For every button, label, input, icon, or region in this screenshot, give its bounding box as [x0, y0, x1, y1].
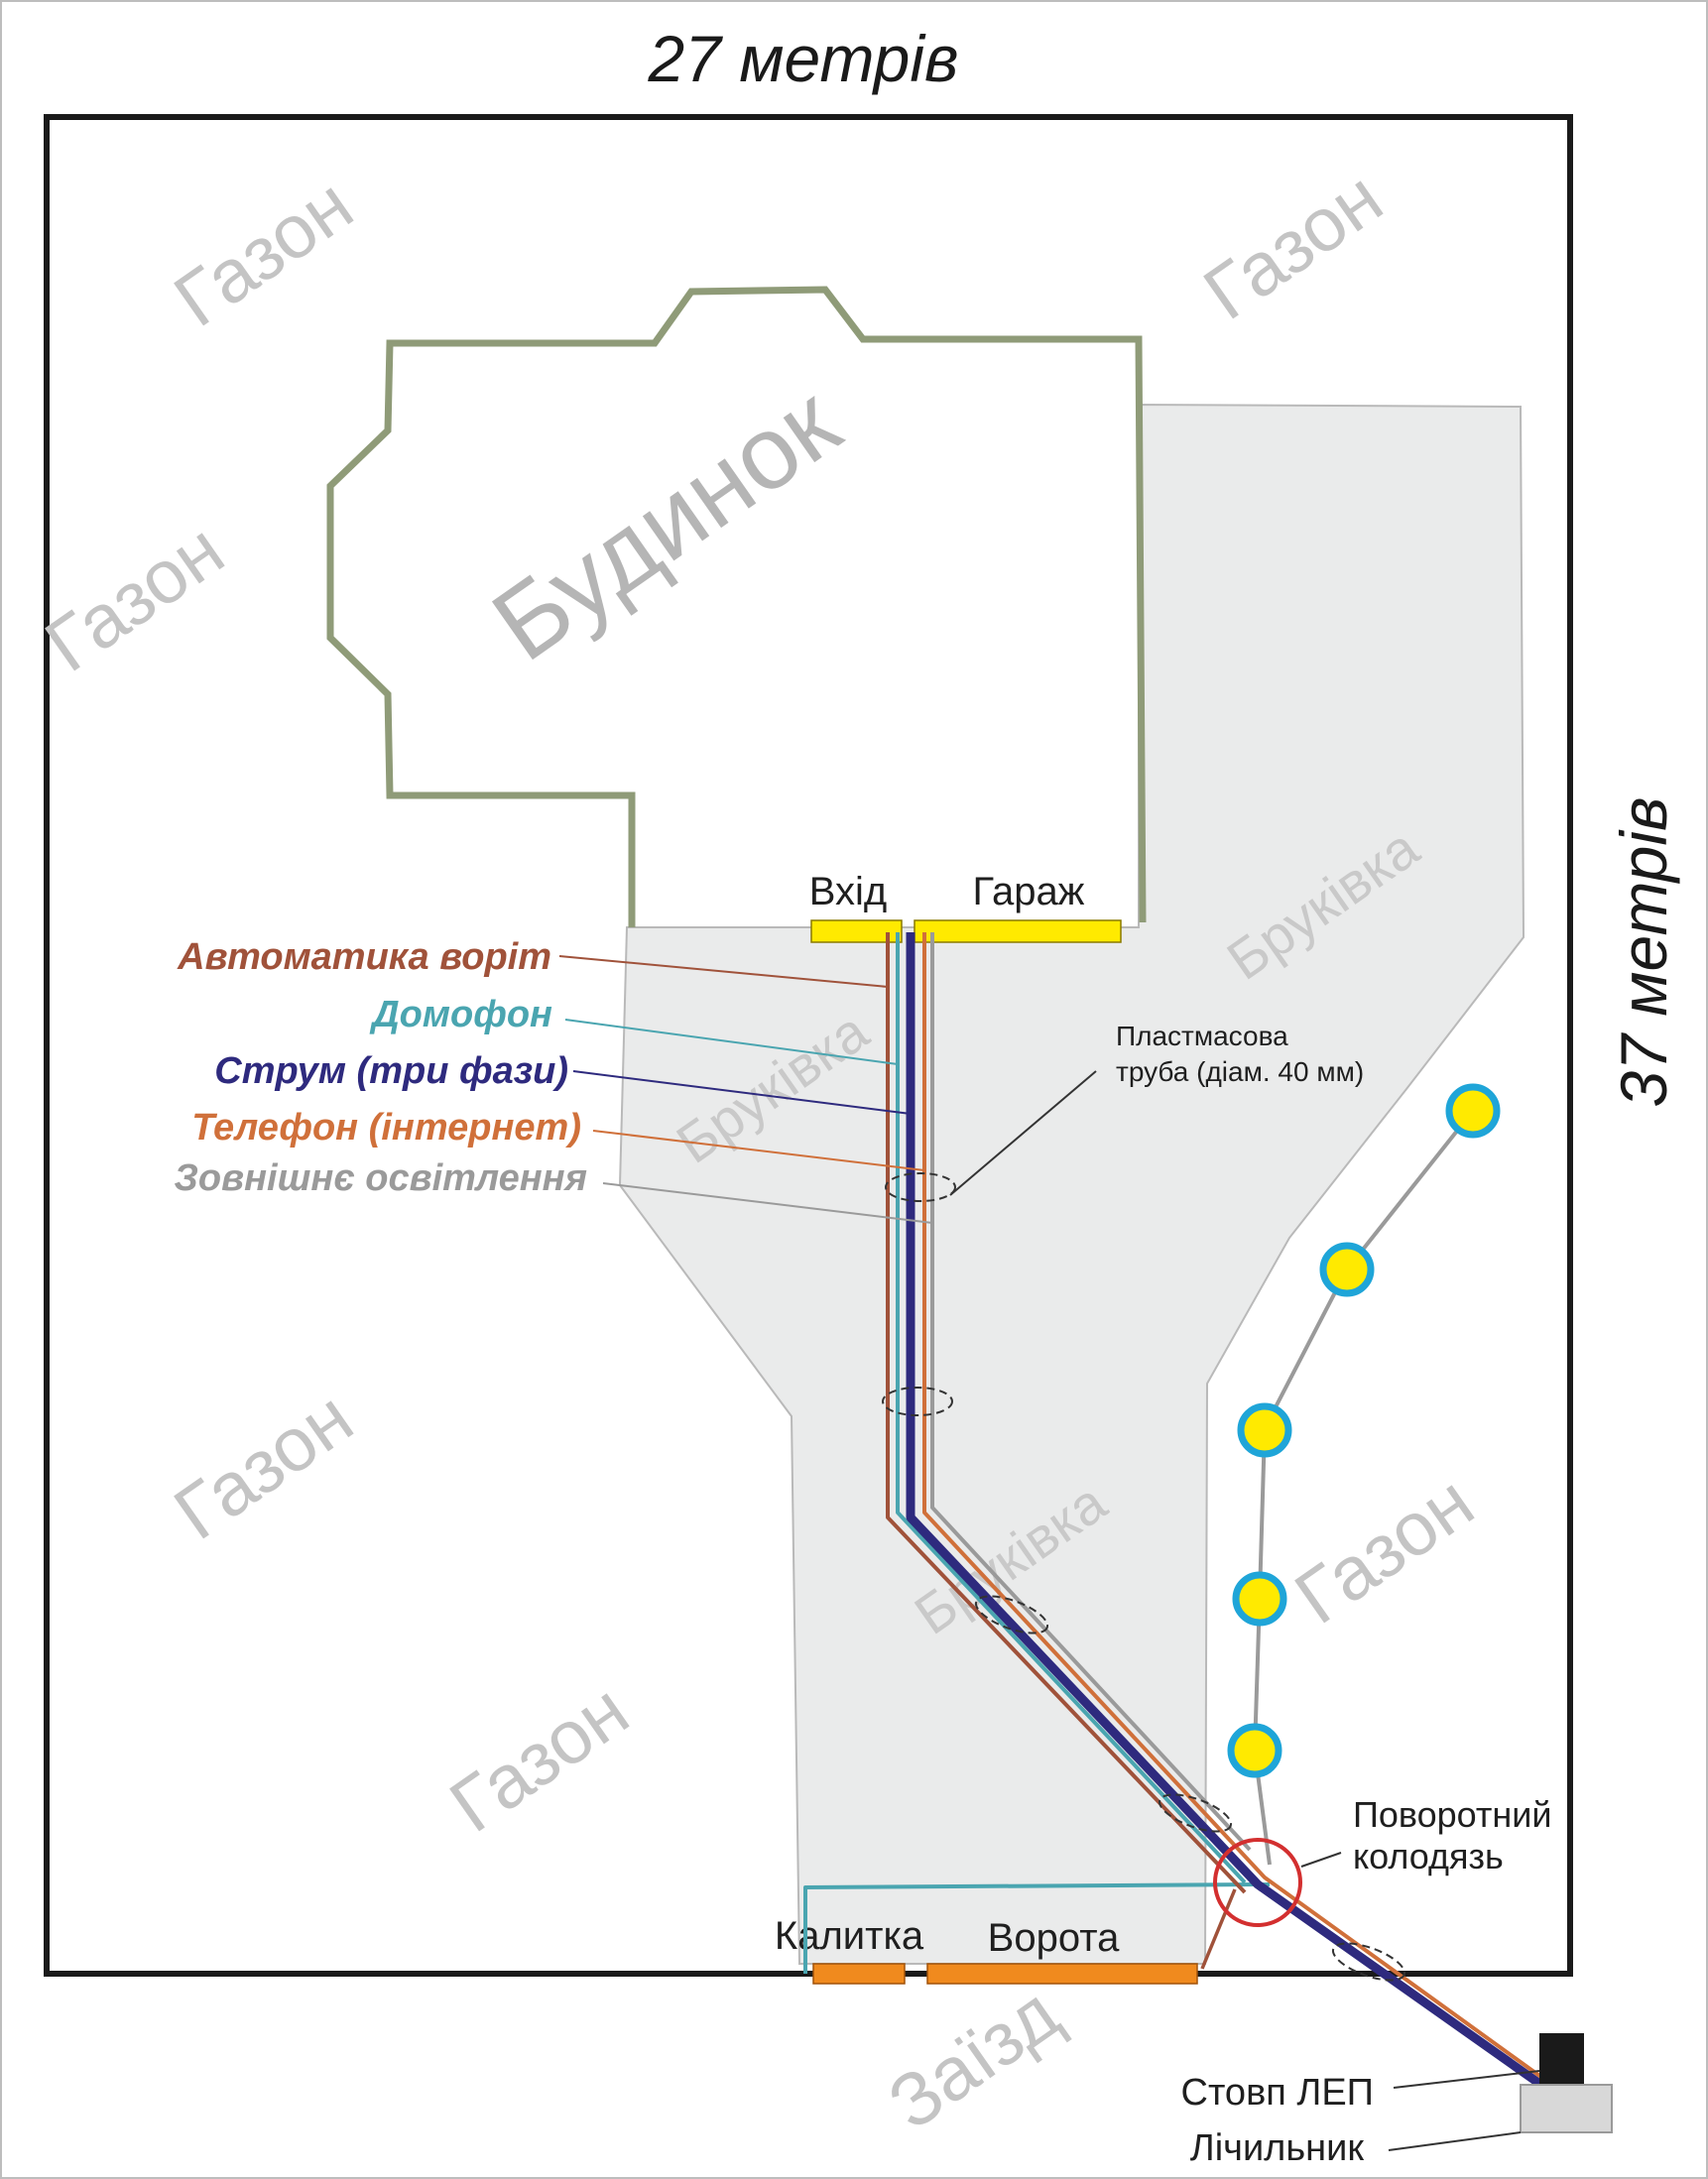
- cable-label-gate-automation: Автоматика воріт: [177, 936, 551, 978]
- wicket-label: Калитка: [775, 1914, 924, 1958]
- cable-outdoor-lighting: [930, 932, 1252, 1852]
- leader-phone: [592, 1130, 925, 1171]
- lamp-icon: [1319, 1242, 1375, 1297]
- cable-label-lighting: Зовнішнє освітлення: [175, 1157, 587, 1199]
- cable-label-power: Струм (три фази): [214, 1050, 568, 1092]
- pipe-marker: [1158, 1793, 1233, 1833]
- garage-label: Гараж: [973, 870, 1085, 913]
- power-pole-icon: [1539, 2033, 1584, 2085]
- turning-well-icon: [1213, 1838, 1302, 1927]
- pipe-marker: [1331, 1942, 1406, 1982]
- leader-meter: [1388, 2131, 1522, 2151]
- lamp-icon: [1232, 1571, 1287, 1627]
- pole-label: Стовп ЛЕП: [1181, 2072, 1374, 2114]
- width-dimension: 27 метрів: [647, 22, 958, 95]
- lamp-icon: [1237, 1402, 1292, 1458]
- entrance-label: Вхід: [809, 870, 887, 913]
- leader-gate-automation: [558, 955, 889, 988]
- house-outline: [326, 286, 1147, 927]
- intercom-loop: [803, 1882, 1271, 1974]
- wicket-marker: [812, 1963, 906, 1985]
- gate-label: Ворота: [988, 1916, 1120, 1960]
- leader-intercom: [564, 1019, 899, 1065]
- well-note-line1: Поворотний: [1353, 1794, 1551, 1835]
- meter-label: Лічильник: [1190, 2127, 1365, 2169]
- gate-marker: [926, 1963, 1198, 1985]
- pipe-marker: [882, 1387, 953, 1416]
- cable-gate-automation: [886, 932, 1247, 1894]
- pipe-marker: [885, 1172, 956, 1202]
- outdoor-lamps: [1227, 1083, 1501, 1778]
- lamp-icon: [1445, 1083, 1501, 1139]
- lamp-icon: [1227, 1723, 1282, 1778]
- pipe-markers: [882, 1172, 1406, 1982]
- leader-well: [1300, 1852, 1342, 1868]
- plot-boundary: [44, 114, 1573, 1977]
- pipe-note-line1: Пластмасова: [1116, 1021, 1288, 1051]
- leader-pole: [1393, 2070, 1540, 2089]
- pipe-note-line2: труба (діам. 40 мм): [1116, 1056, 1364, 1087]
- gate-automation-branch: [1200, 1888, 1237, 1970]
- garage-marker: [914, 919, 1122, 943]
- pipe-marker: [974, 1595, 1049, 1634]
- cable-power: [906, 932, 1548, 2092]
- entrance-marker: [810, 919, 903, 943]
- leader-lines: [558, 955, 1540, 2151]
- well-note-line2: колодязь: [1353, 1836, 1504, 1876]
- leader-pipe: [949, 1070, 1097, 1196]
- leader-power: [572, 1070, 912, 1115]
- cable-label-intercom: Домофон: [369, 994, 552, 1035]
- height-dimension: 37 метрів: [1607, 796, 1680, 1107]
- leader-lighting: [602, 1182, 933, 1224]
- cable-label-phone: Телефон (інтернет): [191, 1107, 581, 1149]
- meter-icon: [1520, 2084, 1613, 2133]
- cable-intercom: [896, 932, 1247, 1884]
